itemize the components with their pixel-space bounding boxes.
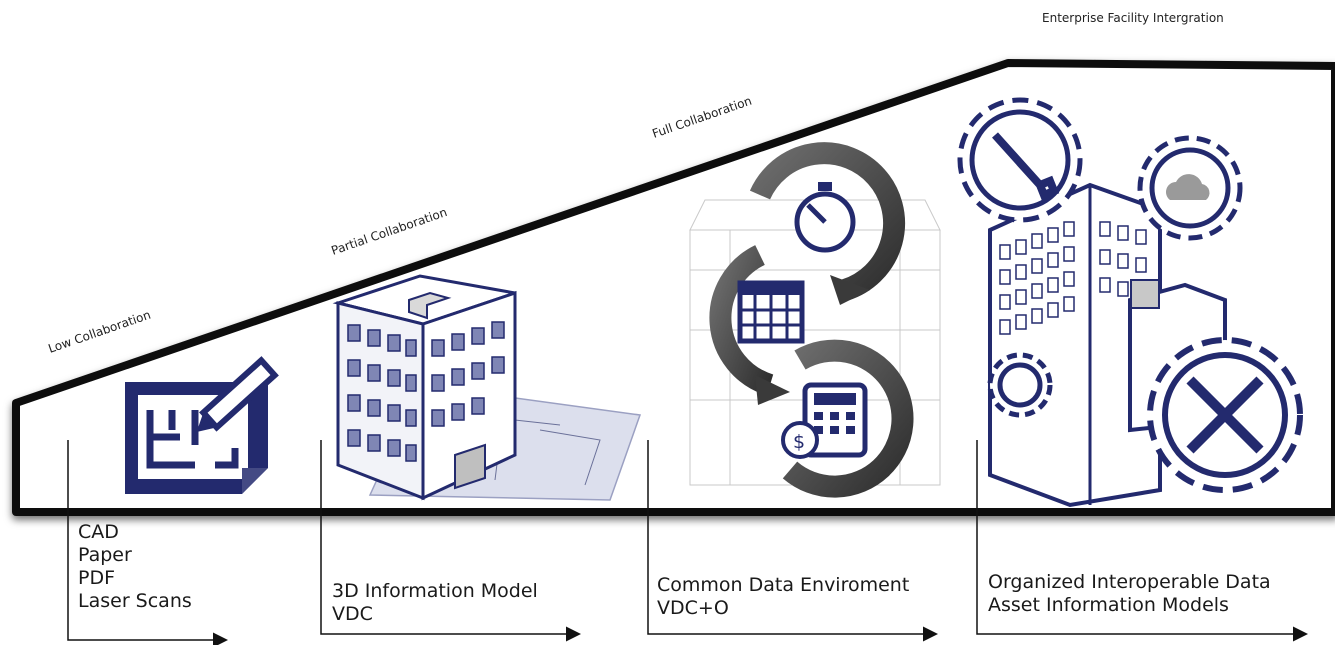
data-cycle-icon: $: [689, 142, 941, 498]
stage-label-full: Full Collaboration: [650, 94, 753, 141]
stage-3-items: Common Data Enviroment VDC+O: [657, 574, 909, 620]
plan-drawing-icon: [125, 356, 279, 494]
stage-axis-3: [647, 440, 938, 642]
stage-label-enterprise: Enterprise Facility Intergration: [1042, 11, 1224, 25]
stage-3-item: Common Data Enviroment: [657, 574, 910, 596]
stage-1-item: CAD: [78, 521, 119, 543]
building-3d-model-icon: [332, 274, 642, 501]
stage-axis-1: [67, 440, 228, 645]
stage-1-item: Paper: [78, 544, 132, 566]
stage-label-low: Low Collaboration: [46, 308, 152, 356]
stage-4-items: Organized Interoperable Data Asset Infor…: [988, 571, 1271, 617]
svg-text:$: $: [793, 431, 805, 453]
stage-1-items: CAD Paper PDF Laser Scans: [78, 521, 192, 613]
enterprise-gears-icon: [957, 97, 1303, 508]
stage-4-item: Organized Interoperable Data: [988, 571, 1271, 593]
stage-1-item: PDF: [78, 567, 116, 589]
stage-4-item: Asset Information Models: [988, 594, 1229, 616]
stage-axis-4: [976, 440, 1308, 642]
stage-2-item: 3D Information Model: [332, 580, 538, 602]
stage-2-item: VDC: [332, 603, 373, 625]
stage-3-item: VDC+O: [657, 597, 729, 619]
stage-2-items: 3D Information Model VDC: [332, 580, 538, 626]
stage-axis-2: [320, 440, 581, 642]
stage-label-partial: Partial Collaboration: [329, 205, 448, 258]
stage-1-item: Laser Scans: [78, 590, 192, 612]
